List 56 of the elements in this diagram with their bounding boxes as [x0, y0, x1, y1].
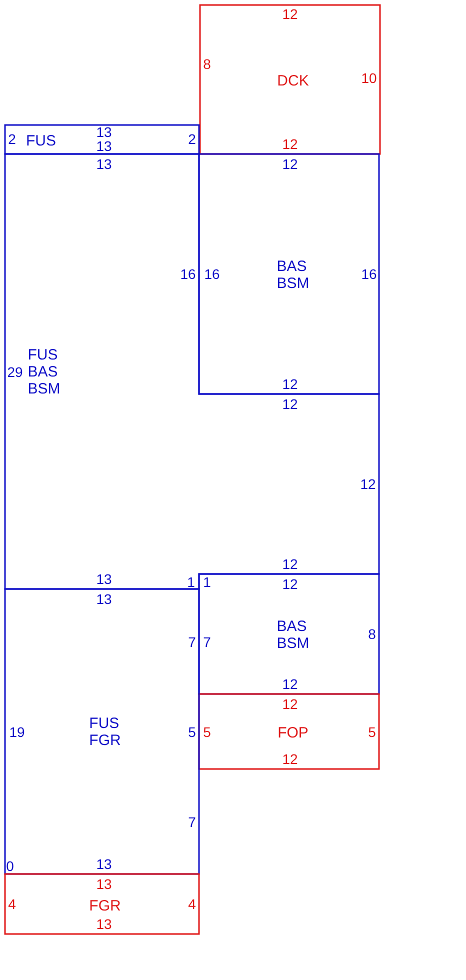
room: [199, 154, 379, 394]
dimension-label: 1: [203, 575, 211, 589]
room-label: BAS BSM: [276, 258, 310, 292]
dimension-label: 29: [7, 365, 23, 379]
dimension-label: 12: [360, 477, 376, 491]
room-label: FUS: [26, 132, 56, 150]
dimension-label: 5: [368, 725, 376, 739]
dimension-label: 13: [96, 877, 112, 891]
dimension-label: 13: [96, 139, 112, 153]
dimension-label: 12: [282, 7, 298, 21]
room-label: FUS BAS BSM: [28, 346, 60, 398]
dimension-label: 16: [204, 267, 220, 281]
room: [199, 574, 379, 694]
dimension-label: 2: [188, 132, 196, 146]
dimension-label: 13: [96, 125, 112, 139]
dimension-label: 13: [96, 592, 112, 606]
dimension-label: 16: [180, 267, 196, 281]
dimension-label: 12: [282, 557, 298, 571]
dimension-label: 12: [282, 697, 298, 711]
room-label: FOP: [278, 724, 308, 742]
dimension-label: 4: [188, 897, 196, 911]
dimension-label: 1: [187, 575, 195, 589]
dimension-label: 2: [8, 132, 16, 146]
room-label: DCK: [277, 72, 309, 90]
dimension-label: 0: [6, 859, 14, 873]
dimension-label: 12: [282, 677, 298, 691]
dimension-label: 8: [203, 57, 211, 71]
room-label: FUS FGR: [89, 715, 121, 749]
room-label: BAS BSM: [276, 618, 310, 652]
dimension-label: 7: [203, 635, 211, 649]
room: [5, 589, 199, 874]
room: [200, 5, 380, 154]
dimension-label: 5: [203, 725, 211, 739]
dimension-label: 8: [368, 627, 376, 641]
dimension-label: 12: [282, 752, 298, 766]
dimension-label: 12: [282, 397, 298, 411]
dimension-label: 13: [96, 857, 112, 871]
dimension-label: 12: [282, 137, 298, 151]
dimension-label: 4: [8, 897, 16, 911]
dimension-label: 7: [188, 815, 196, 829]
dimension-label: 13: [96, 917, 112, 931]
dimension-label: 12: [282, 157, 298, 171]
dimension-label: 7: [188, 635, 196, 649]
dimension-label: 16: [361, 267, 377, 281]
dimension-label: 19: [9, 725, 25, 739]
dimension-label: 13: [96, 157, 112, 171]
dimension-label: 10: [361, 71, 377, 85]
room: [5, 874, 199, 934]
room: [5, 154, 379, 589]
dimension-label: 5: [188, 725, 196, 739]
room-label: FGR: [89, 898, 121, 914]
room: [5, 125, 199, 154]
dimension-label: 12: [282, 377, 298, 391]
dimension-label: 13: [96, 572, 112, 586]
dimension-label: 12: [282, 577, 298, 591]
room: [199, 694, 379, 769]
